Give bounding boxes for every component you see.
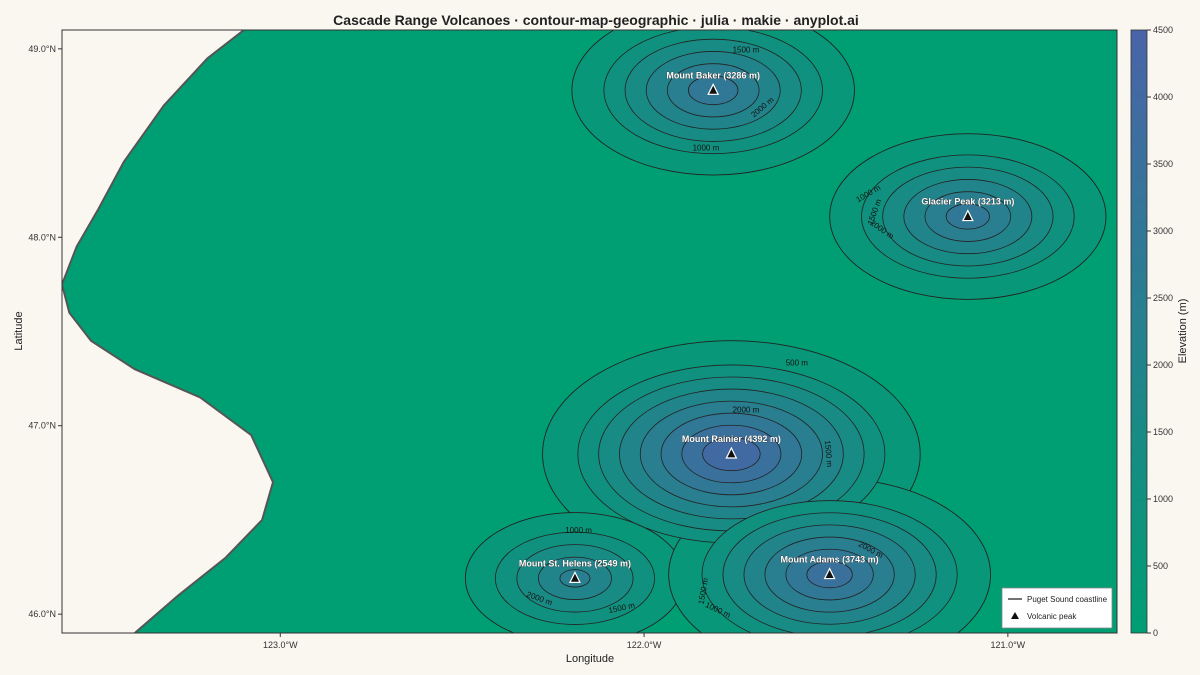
contour-label: 2000 m [733,406,760,415]
peak-label: Mount St. Helens (2549 m) [519,558,631,568]
volcano-marker-icon [823,567,836,580]
colorbar-tick-label: 2500 [1153,293,1173,303]
volcano-marker-icon [725,446,738,459]
peak-label: Mount Rainier (4392 m) [682,434,781,444]
colorbar-tick-label: 4500 [1153,25,1173,35]
colorbar-tick-label: 3500 [1153,159,1173,169]
volcanic-peaks: Mount Baker (3286 m) Glacier Peak (3213 m… [519,70,1015,583]
legend-item-coastline: Puget Sound coastline [1027,595,1108,604]
volcano-marker-icon [707,82,720,95]
x-axis-ticks: 123.0°W 122.0°W 121.0°W [263,633,1026,650]
peak-label: Glacier Peak (3213 m) [921,197,1014,207]
coastline-path [62,30,275,633]
peak-label: Mount Adams (3743 m) [781,555,879,565]
chart-title: Cascade Range Volcanoes · contour-map-ge… [333,12,859,28]
y-axis-label: Latitude [13,311,25,350]
colorbar-tick-label: 500 [1153,561,1168,571]
colorbar-ticks: 0 500 1000 1500 2000 2500 3000 3500 4000 4500 [1147,25,1173,638]
volcano-marker-icon [568,571,581,583]
colorbar-tick-label: 0 [1153,628,1158,638]
colorbar [1130,29,1148,634]
y-tick-label: 48.0°N [28,232,56,242]
y-tick-label: 49.0°N [28,44,56,54]
colorbar-tick-label: 3000 [1153,226,1173,236]
volcano-marker-icon [961,209,974,222]
y-tick-label: 46.0°N [28,609,56,619]
contour-label: 1000 m [565,526,592,535]
colorbar-tick-label: 2000 [1153,360,1173,370]
y-tick-label: 47.0°N [28,421,56,431]
y-axis-ticks: 46.0°N 47.0°N 48.0°N 49.0°N [28,44,62,619]
coastline-layer [62,30,275,633]
colorbar-tick-label: 1500 [1153,427,1173,437]
peak-label: Mount Baker (3286 m) [666,70,760,80]
legend: Puget Sound coastline Volcanic peak [1001,587,1113,629]
contour-label: 500 m [786,358,809,367]
x-tick-label: 121.0°W [991,640,1026,650]
legend-box [1001,587,1113,629]
colorbar-tick-label: 1000 [1153,494,1173,504]
colorbar-label: Elevation (m) [1177,299,1189,364]
colorbar-tick-label: 4000 [1153,92,1173,102]
contour-label: 1500 m [733,46,760,55]
contour-label: 1000 m [693,144,720,153]
contour-label: 1500 m [823,440,834,468]
plot-frame [61,29,1118,634]
x-tick-label: 123.0°W [263,640,298,650]
legend-triangle-icon [1011,612,1019,619]
legend-item-peak: Volcanic peak [1027,612,1077,621]
x-axis-label: Longitude [566,653,614,665]
x-tick-label: 122.0°W [627,640,662,650]
